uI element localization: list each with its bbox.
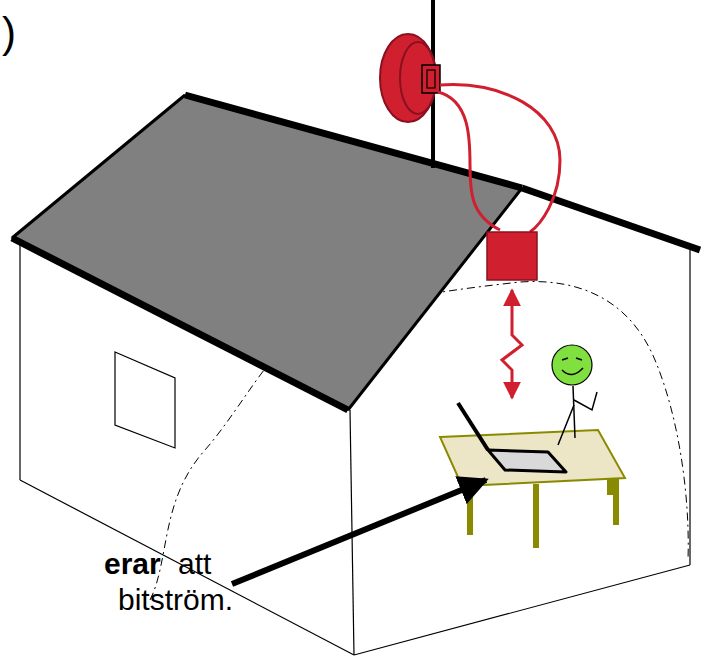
roof [12, 95, 522, 410]
caption-word: erar [104, 547, 161, 580]
cut-off-text: ) [2, 10, 16, 56]
antenna-connector [427, 70, 435, 88]
laptop [458, 403, 566, 472]
roof-far-slope [522, 188, 700, 250]
modem-box [487, 232, 537, 280]
smiley [562, 358, 583, 375]
caption-word: bitström. [118, 583, 233, 616]
person-face [552, 345, 592, 385]
roof-edge [348, 188, 522, 410]
window [115, 352, 175, 448]
roof-edge [12, 95, 185, 238]
wireless-link [502, 290, 522, 398]
roof-edge [12, 238, 348, 410]
antenna-cable [438, 84, 560, 232]
table-top [440, 430, 625, 486]
caption-word: att [178, 547, 211, 580]
pointer-arrow [232, 480, 486, 584]
table-legs [470, 478, 616, 548]
antenna-connector [422, 65, 440, 93]
person [558, 386, 597, 445]
